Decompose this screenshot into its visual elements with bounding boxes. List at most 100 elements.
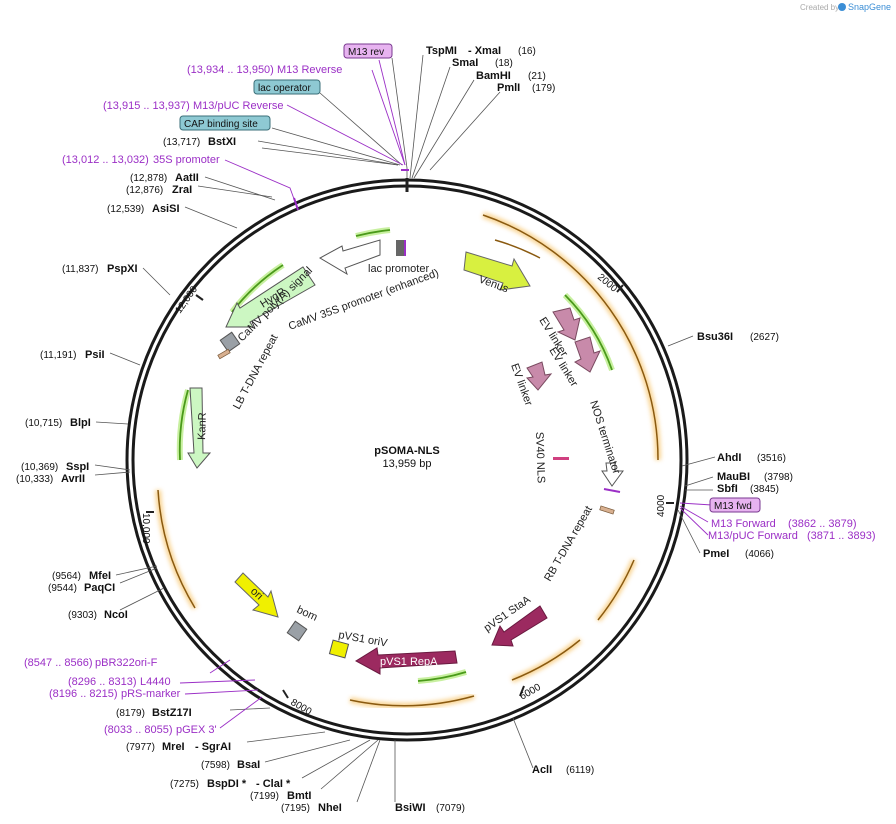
site-ncoi-pos: (9303) <box>68 610 97 621</box>
site-mfei-pos: (9564) <box>52 571 81 582</box>
pvs1-oriv-shape[interactable] <box>328 639 350 659</box>
svg-text:lac operator: lac operator <box>258 83 311 94</box>
ori-arrow[interactable] <box>234 572 279 618</box>
primer-prs[interactable]: pRS-marker <box>121 688 181 700</box>
site-pspxi[interactable]: PspXI <box>107 263 138 275</box>
orf-arcs <box>155 212 662 709</box>
primer-prs-range: (8196 .. 8215) <box>49 688 118 700</box>
primer-35s[interactable]: 35S promoter <box>153 154 220 166</box>
plasmid-name: pSOMA-NLS <box>374 445 439 457</box>
site-bamhi[interactable]: BamHI <box>476 70 511 82</box>
site-bspdi[interactable]: BspDI * <box>207 778 247 790</box>
tick-2000 <box>616 284 624 293</box>
site-bstz17i[interactable]: BstZ17I <box>152 707 192 719</box>
site-paqci[interactable]: PaqCI <box>84 582 115 594</box>
ev-linker-1-arrow[interactable] <box>552 307 581 341</box>
site-mrei[interactable]: MreI <box>162 741 185 753</box>
site-pmli[interactable]: PmlI <box>497 82 520 94</box>
green-arcs <box>176 227 615 684</box>
site-bsai[interactable]: BsaI <box>237 759 260 771</box>
svg-text:CAP binding site: CAP binding site <box>184 119 258 130</box>
site-aatii-pos: (12,878) <box>130 173 167 184</box>
m13-fwd-box[interactable]: M13 fwd <box>709 497 761 513</box>
m13-rev-box[interactable]: M13 rev <box>343 43 393 59</box>
p35s-primer-mark <box>293 197 299 211</box>
site-bamhi-pos: (21) <box>528 71 546 82</box>
lac-promoter-shape <box>396 240 404 256</box>
site-sgrai[interactable]: - SgrAI <box>195 741 231 753</box>
site-blpi[interactable]: BlpI <box>70 417 91 429</box>
site-acli-pos: (6119) <box>566 765 594 776</box>
site-smai[interactable]: SmaI <box>452 57 478 69</box>
site-sspi[interactable]: SspI <box>66 461 89 473</box>
site-smai-pos: (18) <box>495 58 513 69</box>
site-zrai[interactable]: ZraI <box>172 184 192 196</box>
pvs1-repa-label: pVS1 RepA <box>380 656 438 668</box>
site-mfei[interactable]: MfeI <box>89 570 111 582</box>
site-clai[interactable]: - ClaI * <box>256 778 291 790</box>
svg-text:M13 fwd: M13 fwd <box>714 501 752 512</box>
site-bsu36i[interactable]: Bsu36I <box>697 331 733 343</box>
site-bmti[interactable]: BmtI <box>287 790 311 802</box>
bom-shape[interactable] <box>286 620 308 642</box>
primer-m13reverse[interactable]: M13 Reverse <box>277 64 342 76</box>
site-xmai[interactable]: - XmaI <box>468 45 501 57</box>
site-labels-left: (11,837) PspXI (11,191) PsiI (10,715) Bl… <box>16 263 138 621</box>
tick-label-4000: 4000 <box>656 494 667 517</box>
pvs1-repa-arrow[interactable] <box>355 647 458 675</box>
site-labels-top: M13 rev TspMI - XmaI (16) SmaI (18) BamH… <box>62 43 555 215</box>
site-aatii[interactable]: AatII <box>175 172 199 184</box>
cap-binding-site-box[interactable]: CAP binding site <box>179 115 271 131</box>
site-bstxi-pos: (13,717) <box>163 137 200 148</box>
camv-polya-shape[interactable] <box>219 331 241 353</box>
feature-lac-promoter[interactable] <box>396 240 404 256</box>
primer-35s-range: (13,012 .. 13,032) <box>62 154 149 166</box>
site-pmei-pos: (4066) <box>745 549 774 560</box>
sv40-nls-shape[interactable] <box>553 457 569 460</box>
site-tspmi[interactable]: TspMI <box>426 45 457 57</box>
primer-pbr322[interactable]: pBR322ori-F <box>95 657 158 669</box>
site-maubi[interactable]: MauBI <box>717 471 750 483</box>
primer-pgex[interactable]: pGEX 3' <box>176 724 217 736</box>
venus-arrow[interactable] <box>463 251 531 291</box>
rb-tdna-shape[interactable] <box>599 505 615 515</box>
site-sbfi[interactable]: SbfI <box>717 483 738 495</box>
site-pmei[interactable]: PmeI <box>703 548 729 560</box>
lb-tdna-shape[interactable] <box>217 348 231 360</box>
site-avrii[interactable]: AvrII <box>61 473 85 485</box>
primer-m13puc-reverse[interactable]: M13/pUC Reverse <box>193 100 283 112</box>
site-blpi-pos: (10,715) <box>25 418 62 429</box>
svg-text:M13 rev: M13 rev <box>348 47 384 58</box>
ev-linker-2-arrow[interactable] <box>574 336 601 373</box>
camv35s-promoter-arrow[interactable] <box>318 239 381 276</box>
hygr-arrow[interactable] <box>225 266 316 328</box>
site-ncoi[interactable]: NcoI <box>104 609 128 621</box>
lac-operator-box[interactable]: lac operator <box>253 79 321 95</box>
site-psii[interactable]: PsiI <box>85 349 105 361</box>
site-bstxi[interactable]: BstXI <box>208 136 236 148</box>
primer-m13forward[interactable]: M13 Forward <box>711 518 776 530</box>
site-bspdi-pos: (7275) <box>170 779 199 790</box>
primer-m13puc-forward[interactable]: M13/pUC Forward <box>708 530 798 542</box>
primer-m13forward-range: (3862 .. 3879) <box>788 518 857 530</box>
site-pspxi-pos: (11,837) <box>62 264 99 275</box>
site-asisi[interactable]: AsiSI <box>152 203 180 215</box>
site-bsai-pos: (7598) <box>201 760 230 771</box>
site-ahdi[interactable]: AhdI <box>717 452 741 464</box>
site-bsiwi[interactable]: BsiWI <box>395 802 426 814</box>
kanr-arrow[interactable] <box>187 387 212 469</box>
site-nhei[interactable]: NheI <box>318 802 342 814</box>
primer-l4440[interactable]: L4440 <box>140 676 171 688</box>
m13-fwd-mark <box>603 488 621 493</box>
tick-label-10000: 10,000 <box>140 513 151 544</box>
site-acli[interactable]: AclI <box>532 764 552 776</box>
site-bstz17i-pos: (8179) <box>116 708 145 719</box>
site-sspi-pos: (10,369) <box>21 462 58 473</box>
nos-terminator-arrow[interactable] <box>601 462 624 487</box>
pvs1-staa-arrow[interactable] <box>491 605 548 647</box>
site-bsiwi-pos: (7079) <box>436 803 465 814</box>
ev-linker-3-arrow[interactable] <box>526 361 553 391</box>
site-bmti-pos: (7199) <box>250 791 279 802</box>
